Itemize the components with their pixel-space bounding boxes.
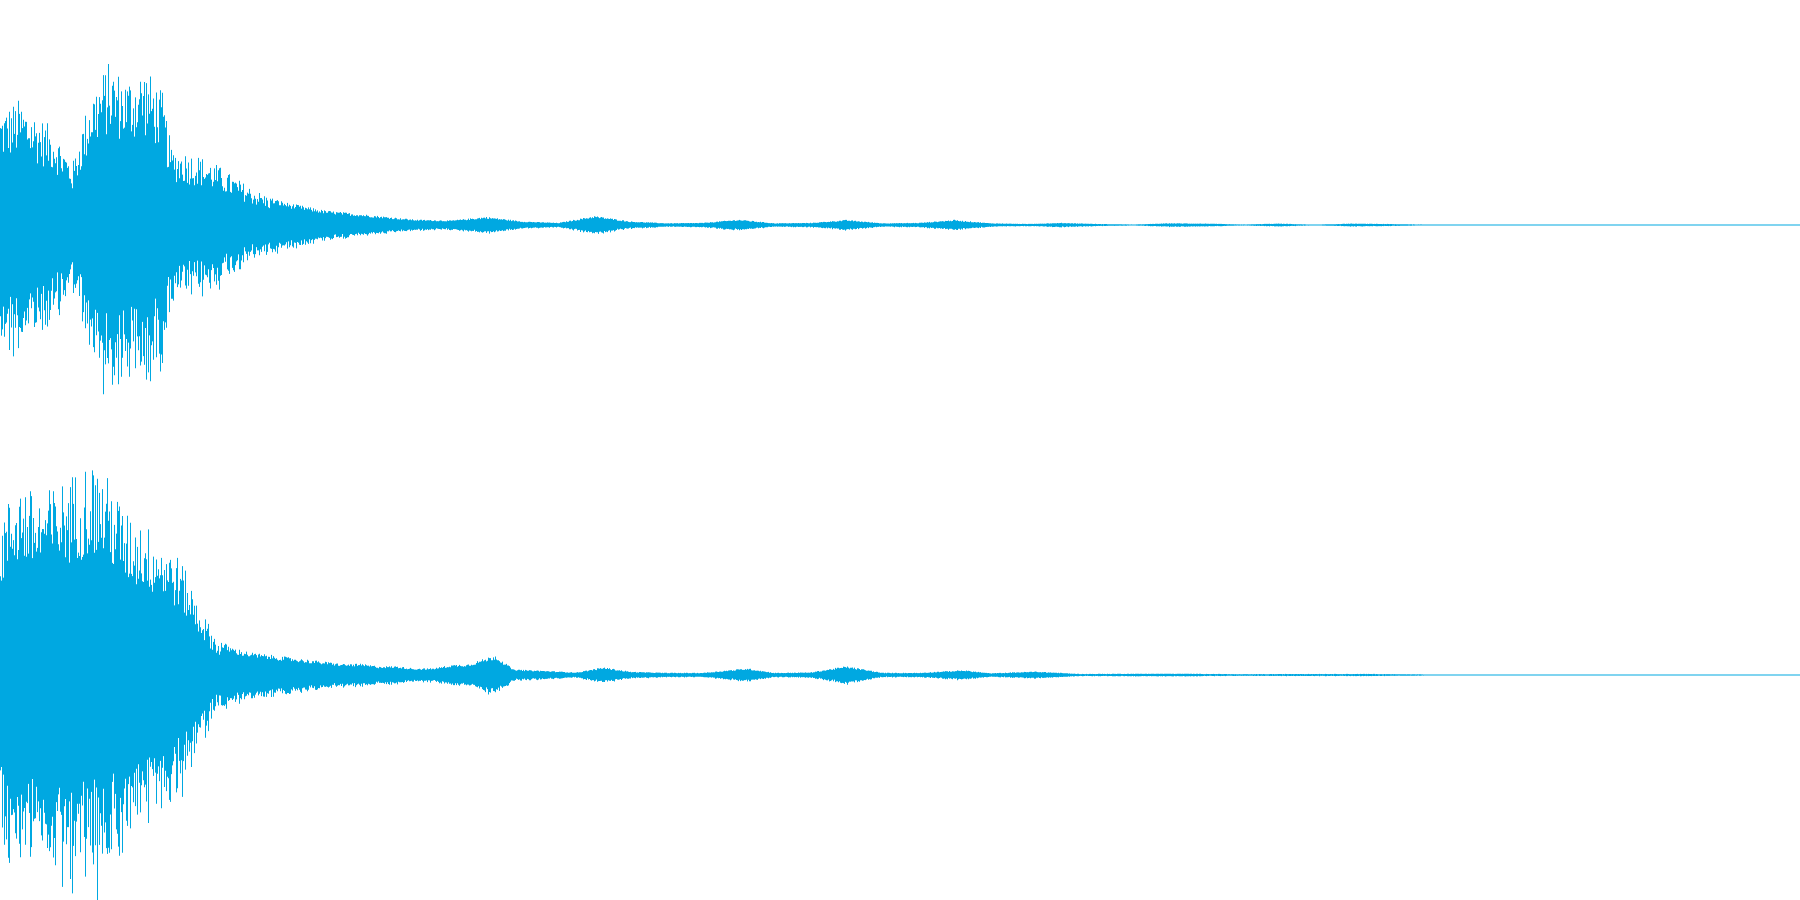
waveform-channel-left — [0, 64, 1800, 395]
waveform-signal — [0, 64, 1439, 395]
waveform-channel-right — [0, 470, 1800, 900]
waveform-signal — [0, 470, 1439, 900]
